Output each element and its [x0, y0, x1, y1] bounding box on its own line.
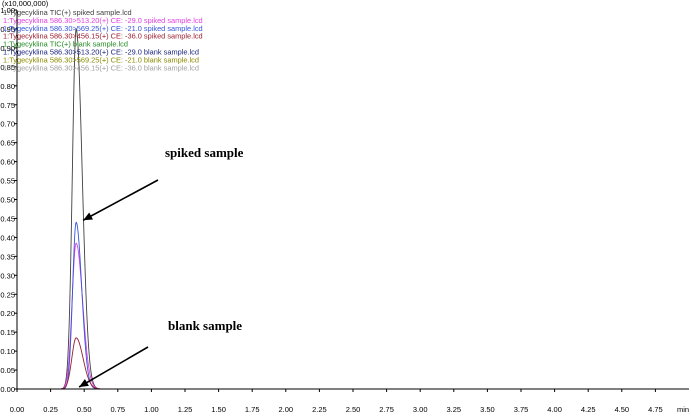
- x-tick-label: 3.25: [446, 405, 461, 414]
- y-tick-label: 0.45: [0, 214, 15, 223]
- legend-entry: 1:Tygecyklina 586.30>569.25(+) CE: -21.0…: [3, 24, 203, 33]
- x-tick-label: 0.75: [110, 405, 125, 414]
- x-tick-label: 4.25: [581, 405, 596, 414]
- y-tick-label: 0.65: [0, 139, 15, 148]
- annotation-arrowhead: [79, 379, 89, 387]
- legend-entry: 1:Tygecyklina 586.30>569.25(+) CE: -21.0…: [3, 55, 199, 64]
- annotation-label: spiked sample: [165, 145, 244, 160]
- x-tick-label: 4.50: [614, 405, 629, 414]
- y-tick-label: 0.10: [0, 347, 15, 356]
- y-tick-label: 0.80: [0, 82, 15, 91]
- x-tick-label: 2.75: [379, 405, 394, 414]
- y-tick-label: 0.50: [0, 196, 15, 205]
- legend: 1:Tygecyklina TIC(+) spiked sample.lcd1:…: [3, 8, 203, 72]
- series-layer: [17, 27, 689, 390]
- x-tick-label: 1.25: [178, 405, 193, 414]
- y-tick-label: 0.00: [0, 385, 15, 394]
- x-tick-label: 0.25: [43, 405, 58, 414]
- series-line: [17, 27, 689, 390]
- legend-entry: 1:Tygecyklina 586.30>456.15(+) CE: -36.0…: [3, 32, 203, 41]
- x-tick-label: 2.25: [312, 405, 327, 414]
- x-tick-label: 4.00: [547, 405, 562, 414]
- x-tick-label: 1.75: [245, 405, 260, 414]
- y-tick-label: 0.30: [0, 271, 15, 280]
- x-tick-label: 3.75: [514, 405, 529, 414]
- x-tick-label: 1.00: [144, 405, 159, 414]
- x-tick-label: 0.00: [10, 405, 25, 414]
- y-tick-label: 0.90: [0, 44, 15, 53]
- x-tick-label: 3.50: [480, 405, 495, 414]
- legend-entry: 1:Tygecyklina 586.30>456.15(+) CE: -36.0…: [3, 63, 199, 72]
- y-tick-label: 0.15: [0, 328, 15, 337]
- x-tick-label: 2.50: [346, 405, 361, 414]
- series-line: [17, 242, 689, 390]
- annotation-label: blank sample: [168, 318, 242, 333]
- x-tick-label: 2.00: [278, 405, 293, 414]
- y-tick-label: 1.00: [0, 6, 15, 15]
- y-tick-label: 0.60: [0, 158, 15, 167]
- x-tick-label: 1.50: [211, 405, 226, 414]
- y-tick-label: 0.85: [0, 63, 15, 72]
- y-tick-label: 0.20: [0, 309, 15, 318]
- y-tick-label: 0.75: [0, 101, 15, 110]
- legend-entry: 1:Tygecyklina TIC(+) spiked sample.lcd: [3, 8, 132, 17]
- tick-layer: 0.00 0.25 0.50 0.75 1.00 1.25 1.50 1.75 2.00 2.25…: [0, 6, 662, 414]
- y-tick-label: 0.55: [0, 177, 15, 186]
- y-scale-label: (x10,000,000): [2, 0, 49, 8]
- y-tick-label: 0.95: [0, 25, 15, 34]
- y-tick-label: 0.70: [0, 120, 15, 129]
- y-tick-label: 0.40: [0, 233, 15, 242]
- x-tick-label: 3.00: [413, 405, 428, 414]
- x-unit-label: min: [677, 405, 689, 414]
- annotation-layer: spiked sample blank sample: [78, 145, 244, 388]
- x-tick-label: 4.75: [648, 405, 663, 414]
- series-line: [17, 337, 689, 390]
- x-tick-label: 0.50: [77, 405, 92, 414]
- annotation-arrow: [82, 179, 159, 221]
- y-tick-label: 0.05: [0, 366, 15, 375]
- annotation-arrow: [78, 346, 149, 388]
- legend-entry: 1:Tygecyklina 586.30>513.20(+) CE: -29.0…: [3, 48, 199, 57]
- legend-entry: 1:Tygecyklina 586.30>513.20(+) CE: -29.0…: [3, 16, 203, 25]
- annotation-arrowhead: [83, 212, 93, 221]
- legend-entry: 1:Tygecyklina TIC(+) blank sample.lcd: [3, 40, 128, 49]
- y-tick-label: 0.35: [0, 252, 15, 261]
- y-tick-label: 0.25: [0, 290, 15, 299]
